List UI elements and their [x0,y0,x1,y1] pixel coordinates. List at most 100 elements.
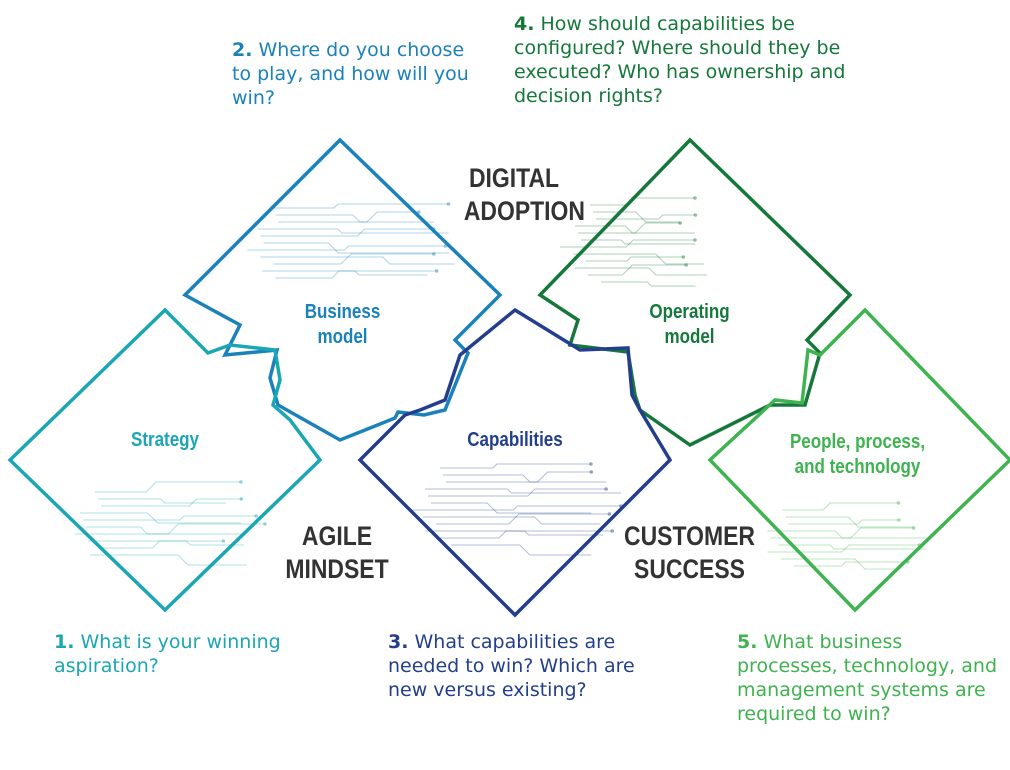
circuit-trace [767,544,920,553]
label-people-process-technology: People, process, and technology [789,431,926,478]
circuit-trace [95,481,241,493]
circuit-node [254,514,258,518]
circuit-node [239,497,244,501]
circuit-trace [262,270,428,276]
circuit-trace [98,498,227,504]
circuit-trace [260,228,434,237]
question-2-text: Where do you choose to play, and how wil… [232,39,469,109]
circuit-trace [770,527,914,539]
circuit-trace [785,516,914,528]
circuit-node [239,480,243,484]
question-3-number: 3. [388,631,409,653]
circuit-node [684,263,688,267]
circuit-node [693,196,697,200]
question-5-text: What business processes, technology, and… [737,631,998,725]
circuit-trace [573,253,705,265]
circuit-trace [90,554,247,566]
circuit-trace [578,222,681,234]
question-5: 5. What business processes, technology, … [737,630,997,726]
circuit-node [434,269,439,273]
theme-agile-mindset: AGILE MINDSET [285,521,389,584]
circuit-trace [278,211,419,223]
question-3-text: What capabilities are needed to win? Whi… [388,631,635,701]
circuit-node [589,462,593,466]
circuit-trace [593,211,681,223]
diamond-operating-model [537,137,853,448]
circuit-trace [793,561,908,567]
circuit-trace [560,239,695,248]
circuit-trace [436,513,610,525]
label-capabilities: Capabilities [467,429,563,451]
circuit-node [263,522,267,526]
circuit-trace [247,245,446,251]
circuit-trace [443,474,607,483]
circuit-trace [275,270,437,279]
circuit-trace [788,519,899,525]
circuit-trace [586,256,684,262]
diamond-capabilities [357,307,673,618]
theme-digital-adoption: DIGITAL ADOPTION [463,163,585,226]
circuit-trace [425,488,621,494]
circuit-trace [80,512,241,524]
circuit-node [446,202,451,206]
circuit-trace [431,502,592,514]
circuit-trace [581,239,696,245]
circuit-trace [425,530,603,536]
theme-customer-success: CUSTOMER SUCCESS [624,521,755,584]
circuit-trace [575,267,707,276]
circuit-trace [575,225,695,234]
question-1-number: 1. [54,631,75,653]
circuit-node [432,252,436,256]
circuit-node [221,539,226,543]
circuit-trace [273,253,434,265]
circuit-node [693,213,698,217]
circuit-trace [440,463,591,469]
circuit-node [896,501,901,505]
diamond-business-model [182,137,503,442]
question-1-text: What is your winning aspiration? [54,631,281,677]
circuit-node [589,470,594,474]
circuit-trace [778,544,926,550]
circuit-trace [588,264,687,276]
circuit-trace [263,242,449,254]
circuit-node [897,518,901,522]
circuit-trace [272,203,449,209]
diamond-strategy [7,307,323,613]
question-2-number: 2. [232,39,253,61]
circuit-trace [257,228,449,234]
circuit-trace [101,498,242,507]
circuit-trace [86,526,242,535]
circuit-trace [75,523,265,535]
question-4-text: How should capabilities be configured? W… [514,13,846,107]
circuit-trace [88,540,245,546]
circuit-trace [601,281,696,287]
circuit-trace [446,471,592,483]
circuit-trace [83,515,257,521]
circuit-trace [260,256,455,265]
circuit-trace [101,540,224,549]
circuit-trace [410,505,621,511]
circuit-trace [438,530,613,539]
question-1: 1. What is your winning aspiration? [54,630,294,678]
label-strategy: Strategy [130,429,200,451]
diamond-people-process-technology [707,307,1010,613]
question-3: 3. What capabilities are needed to win? … [388,630,638,702]
circuit-node [610,529,614,533]
circuit-node [607,512,612,516]
circuit-trace [275,214,434,223]
circuit-trace [451,544,592,556]
circuit-trace [596,214,696,220]
circuit-patterns [75,196,929,570]
circuit-node [693,238,697,242]
circuit-trace [767,530,929,539]
question-4-number: 4. [514,13,535,35]
circuit-node [604,487,608,491]
question-2: 2. Where do you choose to play, and how … [232,38,472,110]
label-business-model: Business model [304,301,381,348]
circuit-trace [782,502,899,511]
circuit-node [678,221,682,225]
circuit-node [417,210,421,214]
circuit-node [911,526,916,530]
question-4: 4. How should capabilities be configured… [514,12,870,108]
